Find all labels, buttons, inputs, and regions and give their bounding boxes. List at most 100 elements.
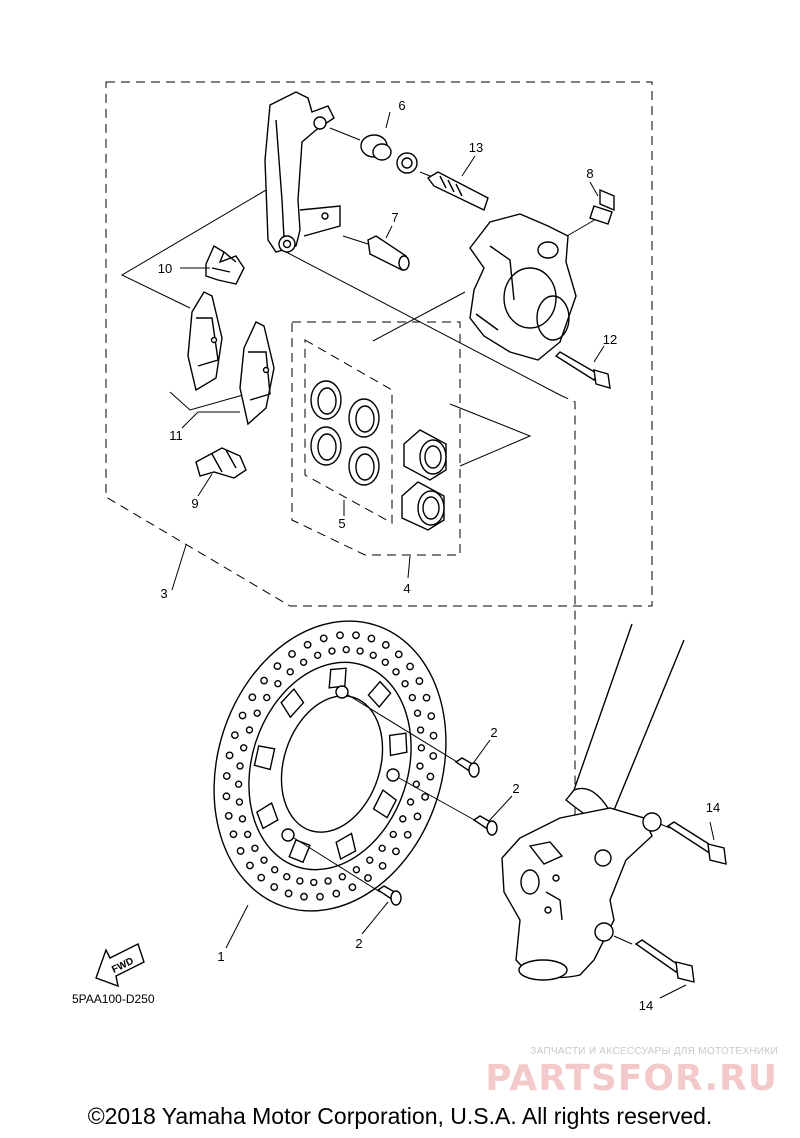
callout-2-upper: 2 [490, 725, 497, 740]
disc-spoke-slot [280, 687, 305, 719]
disc-vent-hole [328, 647, 336, 655]
disc-vent-hole [413, 709, 422, 717]
caliper-mount-centerline [559, 394, 576, 860]
brake-disc-1 [213, 620, 447, 912]
disc-vent-hole [369, 651, 377, 660]
disc-vent-hole [421, 793, 430, 801]
disc-vent-hole [416, 762, 424, 770]
disc-bolt-leaders [225, 694, 513, 949]
callout-6: 6 [398, 98, 405, 113]
pad-support-9 [195, 447, 247, 479]
disc-vent-hole [399, 815, 407, 823]
disc-vent-hole [310, 878, 318, 887]
disc-vent-hole [332, 889, 341, 898]
callout-10: 10 [158, 261, 172, 276]
disc-vent-hole [392, 668, 400, 676]
disc-vent-hole [236, 762, 244, 770]
callout-leaders [171, 111, 605, 591]
disc-vent-hole [427, 712, 436, 720]
disc-vent-hole [378, 844, 386, 853]
disc-vent-hole [429, 731, 438, 740]
disc-vent-hole [271, 866, 279, 874]
disc-vent-hole [273, 662, 282, 670]
watermark-logo: PARTSFOR.RU [485, 1058, 778, 1099]
disc-vent-hole [238, 711, 247, 720]
disc-vent-hole [243, 830, 252, 839]
disc-spoke-slot [256, 801, 279, 830]
callout-4: 4 [403, 581, 410, 596]
disc-vent-hole [251, 844, 259, 852]
callout-3: 3 [160, 586, 167, 601]
disc-vent-hole [381, 658, 389, 666]
disc-vent-hole [348, 883, 357, 892]
watermark-tagline: ЗАПЧАСТИ И АКСЕССУАРЫ ДЛЯ МОТОТЕХНИКИ [530, 1046, 778, 1057]
disc-spoke-slot [367, 680, 392, 708]
callout-7: 7 [391, 210, 398, 225]
slide-pin-7 [367, 235, 410, 272]
disc-vent-hole [299, 658, 308, 666]
assembly-leader-lines [120, 127, 599, 467]
disc-vent-hole [408, 693, 417, 702]
callout-14-lower: 14 [639, 998, 653, 1013]
callout-11: 11 [169, 428, 183, 443]
disc-vent-hole [222, 772, 231, 780]
disc-bolts-2 [376, 757, 498, 906]
disc-vent-hole [367, 634, 376, 643]
disc-vent-hole [300, 892, 308, 901]
disc-vent-hole [286, 668, 294, 676]
disc-vent-hole [426, 772, 435, 781]
disc-vent-hole [288, 650, 296, 658]
callout-2-lower: 2 [355, 936, 362, 951]
slide-pin-13 [426, 171, 489, 211]
disc-vent-hole [394, 650, 403, 659]
disc-vent-hole [283, 872, 291, 881]
disc-vent-hole [236, 847, 245, 855]
callout-9: 9 [191, 496, 198, 511]
disc-vent-hole [392, 847, 400, 856]
caliper-boot-6 [360, 134, 418, 174]
disc-vent-hole [319, 634, 328, 643]
disc-vent-hole [429, 752, 438, 760]
callout-12: 12 [603, 332, 617, 347]
disc-vent-hole [296, 877, 304, 885]
bleed-screw-8 [589, 188, 615, 225]
disc-vent-hole [415, 677, 424, 685]
caliper-assembly-boundary [105, 81, 653, 607]
piston-seals-5 [310, 380, 380, 486]
disc-vent-hole [303, 640, 312, 649]
disc-vent-hole [235, 798, 244, 806]
disc-vent-hole [338, 873, 347, 881]
disc-vent-hole [257, 873, 266, 882]
disc-vent-hole [366, 856, 374, 864]
disc-vent-hole [389, 830, 397, 839]
caliper-bracket [264, 91, 341, 253]
disc-vent-hole [234, 780, 243, 788]
fwd-arrow-icon: FWD [95, 943, 145, 988]
diagram-code: 5PAA100-D250 [72, 992, 155, 1006]
disc-vent-hole [336, 631, 344, 640]
callout-2-middle: 2 [512, 781, 519, 796]
disc-spoke-slot [253, 745, 276, 771]
seal-kit-boundary [291, 321, 461, 556]
disc-vent-hole [225, 751, 234, 760]
disc-vent-hole [316, 892, 324, 901]
disc-vent-hole [378, 862, 387, 870]
callout-13: 13 [469, 140, 483, 155]
disc-vent-hole [284, 889, 293, 898]
callout-1: 1 [217, 949, 224, 964]
disc-vent-hole [401, 680, 409, 688]
disc-vent-hole [239, 744, 248, 752]
disc-vent-hole [416, 726, 425, 734]
copyright-notice: ©2018 Yamaha Motor Corporation, U.S.A. A… [88, 1103, 713, 1129]
pad-spring-10 [205, 244, 245, 285]
disc-vent-hole [253, 709, 261, 717]
disc-vent-hole [230, 731, 239, 739]
disc-vent-hole [260, 676, 268, 685]
bolt-12 [554, 351, 611, 389]
disc-vent-hole [417, 744, 426, 752]
disc-vent-hole [238, 815, 247, 823]
disc-vent-hole [342, 645, 350, 654]
disc-vent-hole [222, 792, 231, 801]
disc-vent-hole [324, 877, 332, 885]
